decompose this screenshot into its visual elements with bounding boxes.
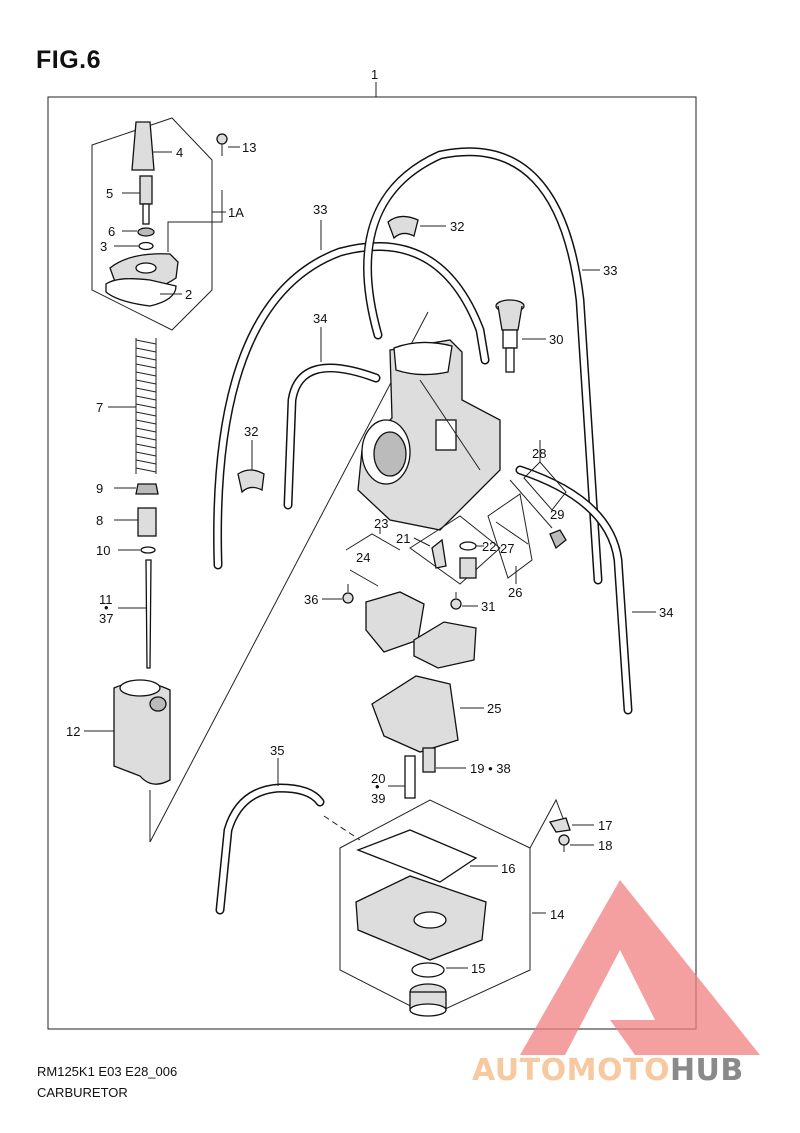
- part-22-o-ring[interactable]: [459, 541, 477, 551]
- callout-34a[interactable]: 34: [313, 311, 327, 326]
- part-27-pilot-screw[interactable]: [495, 521, 529, 545]
- callout-26[interactable]: 26: [508, 585, 522, 600]
- part-13-screw[interactable]: [216, 133, 228, 145]
- leader-12-to-body: [149, 311, 429, 843]
- part-21-needle-valve[interactable]: [431, 538, 447, 569]
- part-7-spring[interactable]: [135, 338, 157, 474]
- part-19-main-jet[interactable]: [422, 747, 436, 773]
- part-20-needle-jet[interactable]: [404, 755, 416, 799]
- part-3-washer[interactable]: [138, 241, 154, 251]
- callout-34b[interactable]: 34: [659, 605, 673, 620]
- callout-31[interactable]: 31: [481, 599, 495, 614]
- part-11-jet-needle[interactable]: [145, 559, 152, 669]
- part-2-gasket[interactable]: [105, 278, 177, 307]
- callout-16[interactable]: 16: [501, 861, 515, 876]
- callout-36[interactable]: 36: [304, 592, 318, 607]
- footer-assembly-name: CARBURETOR: [37, 1085, 128, 1100]
- part-34-hose-upper[interactable]: [283, 363, 381, 510]
- part-32-clamp-lower[interactable]: [237, 469, 265, 494]
- part-32-clamp-upper[interactable]: [387, 215, 419, 240]
- footer-model-code: RM125K1 E03 E28_006: [37, 1064, 178, 1079]
- callout-22[interactable]: 22: [482, 539, 496, 554]
- callout-5[interactable]: 5: [106, 186, 113, 201]
- callout-20-dot: •: [375, 779, 380, 794]
- part-28-adjust-screw[interactable]: [509, 479, 553, 529]
- part-5-adjuster[interactable]: [139, 175, 153, 205]
- group-14-outline: [339, 799, 531, 1017]
- cap-group-outline: [91, 117, 213, 331]
- part-18-screw[interactable]: [558, 834, 570, 846]
- callout-11[interactable]: 11: [99, 592, 113, 607]
- callout-39[interactable]: 39: [371, 791, 385, 806]
- callout-3[interactable]: 3: [100, 239, 107, 254]
- automotohub-logo: [520, 880, 760, 1055]
- part-12-throttle-valve[interactable]: [113, 679, 171, 785]
- callout-19-38[interactable]: 19 • 38: [470, 761, 511, 776]
- callout-28[interactable]: 28: [532, 446, 546, 461]
- callout-20[interactable]: 20: [371, 771, 385, 786]
- part-33-hose-left[interactable]: [213, 241, 490, 570]
- callout-29[interactable]: 29: [550, 507, 564, 522]
- callout-2[interactable]: 2: [185, 287, 192, 302]
- callout-27[interactable]: 27: [500, 541, 514, 556]
- part-9-retainer[interactable]: [135, 483, 159, 495]
- part-23-float-right[interactable]: [413, 621, 477, 669]
- callout-12[interactable]: 12: [66, 724, 80, 739]
- group-21-outline: [409, 515, 501, 585]
- carburetor-body[interactable]: [357, 339, 501, 531]
- callout-9[interactable]: 9: [96, 481, 103, 496]
- callout-1[interactable]: 1: [371, 67, 378, 82]
- callout-37[interactable]: 37: [99, 611, 113, 626]
- part-17-clamp[interactable]: [548, 817, 571, 833]
- part-33-hose-right[interactable]: [363, 147, 603, 585]
- callout-17[interactable]: 17: [598, 818, 612, 833]
- part-29-nut[interactable]: [549, 529, 567, 550]
- callout-32a[interactable]: 32: [450, 219, 464, 234]
- part-35-hose[interactable]: [215, 783, 325, 915]
- callout-23[interactable]: 23: [374, 516, 388, 531]
- part-16-gasket[interactable]: [356, 829, 478, 883]
- part-24-float-pin[interactable]: [349, 569, 379, 587]
- part-15-drain-plug[interactable]: [409, 983, 447, 1017]
- callout-24[interactable]: 24: [356, 550, 370, 565]
- part-34-hose-lower[interactable]: [515, 465, 633, 715]
- callout-10[interactable]: 10: [96, 543, 110, 558]
- callout-7[interactable]: 7: [96, 400, 103, 415]
- watermark-text: AUTOMOTOHUB: [472, 1053, 744, 1088]
- part-21-valve-seat[interactable]: [459, 557, 477, 579]
- part-30-choke-plunger[interactable]: [495, 299, 525, 373]
- part-15-o-ring[interactable]: [411, 962, 445, 978]
- callout-15[interactable]: 15: [471, 961, 485, 976]
- callout-25[interactable]: 25: [487, 701, 501, 716]
- callout-35[interactable]: 35: [270, 743, 284, 758]
- watermark-brand-part1: AUTOMOTO: [472, 1053, 670, 1088]
- group-26-outline: [487, 493, 533, 579]
- part-8-holder[interactable]: [137, 507, 157, 537]
- callout-33b[interactable]: 33: [603, 263, 617, 278]
- part-6-nut[interactable]: [137, 227, 155, 237]
- callout-30[interactable]: 30: [549, 332, 563, 347]
- part-10-clip[interactable]: [140, 546, 156, 554]
- part-4-adjuster-cap[interactable]: [131, 121, 155, 171]
- callout-1A[interactable]: 1A: [228, 205, 244, 220]
- group-23-outline: [345, 533, 401, 551]
- callout-18[interactable]: 18: [598, 838, 612, 853]
- callout-6[interactable]: 6: [108, 224, 115, 239]
- callout-13[interactable]: 13: [242, 140, 256, 155]
- callout-21[interactable]: 21: [396, 531, 410, 546]
- part-36-screw[interactable]: [342, 592, 354, 604]
- callout-11-dot: •: [104, 600, 109, 615]
- callout-8[interactable]: 8: [96, 513, 103, 528]
- assembly-frame: [47, 96, 697, 1030]
- part-31-screw[interactable]: [450, 598, 462, 610]
- part-25-baffle[interactable]: [371, 675, 459, 753]
- callout-4[interactable]: 4: [176, 145, 183, 160]
- callout-32b[interactable]: 32: [244, 424, 258, 439]
- callout-33a[interactable]: 33: [313, 202, 327, 217]
- watermark-brand-part2: HUB: [669, 1053, 744, 1088]
- figure-title: FIG.6: [36, 46, 102, 74]
- callout-14[interactable]: 14: [550, 907, 564, 922]
